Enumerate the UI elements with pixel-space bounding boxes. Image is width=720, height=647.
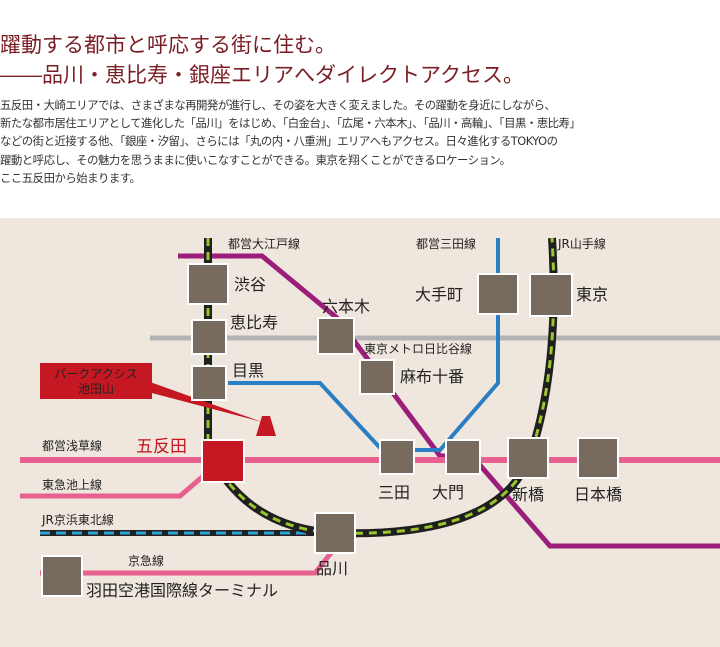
station-ebisu-box[interactable] — [191, 319, 227, 355]
ikegami-line-label: 東急池上線 — [42, 477, 102, 492]
heading-line-1: 躍動する都市と呼応する街に住む。 — [0, 33, 336, 57]
station-daimon-box[interactable] — [445, 439, 481, 475]
keikyu-line-label: 京急線 — [128, 553, 164, 568]
property-marker-icon — [256, 416, 276, 436]
route-map: 都営大江戸線 都営三田線 JR山手線 東京メトロ日比谷線 都営浅草線 東急池上線… — [0, 218, 720, 647]
station-meguro-box[interactable] — [191, 365, 227, 401]
keihin-tohoku-line-label: JR京浜東北線 — [41, 512, 114, 527]
hibiya-line-label: 東京メトロ日比谷線 — [364, 341, 472, 356]
intro-paragraph: 五反田・大崎エリアでは、さまざまな再開発が進行し、その姿を大きく変えました。その… — [0, 96, 716, 187]
station-otemachi-box[interactable] — [477, 273, 519, 315]
station-roppongi-box[interactable] — [317, 317, 355, 355]
station-shimbashi-label: 新橋 — [512, 485, 544, 504]
station-shibuya-box[interactable] — [187, 263, 229, 305]
station-gotanda-box[interactable] — [201, 439, 245, 483]
station-meguro-label: 目黒 — [232, 361, 264, 380]
asakusa-line-label: 都営浅草線 — [42, 438, 102, 453]
station-ebisu-label: 恵比寿 — [230, 313, 278, 332]
intro-line-3: などの街と近接する他、「銀座・汐留」、さらには「丸の内・八重洲」エリアへもアクセ… — [0, 134, 558, 149]
station-shinagawa-label: 品川 — [316, 559, 348, 578]
station-nihombashi-box[interactable] — [577, 437, 619, 479]
property-callout-box[interactable] — [40, 363, 152, 399]
station-daimon-label: 大門 — [432, 483, 464, 502]
station-haneda-label: 羽田空港国際線ターミナル — [86, 581, 278, 600]
station-otemachi-label: 大手町 — [415, 285, 463, 304]
station-shimbashi-box[interactable] — [507, 437, 549, 479]
route-map-canvas: 都営大江戸線 都営三田線 JR山手線 東京メトロ日比谷線 都営浅草線 東急池上線… — [20, 236, 720, 600]
property-callout-line-1: パークアクシス — [54, 367, 137, 381]
station-mita-label: 三田 — [378, 483, 410, 502]
intro-line-2: 新たな都市居住エリアとして進化した「品川」をはじめ、「白金台」、「広尾・六本木」… — [0, 116, 581, 131]
station-shibuya-label: 渋谷 — [234, 275, 266, 294]
station-haneda-box[interactable] — [41, 555, 83, 597]
intro-line-5: ここ五反田から始まります。 — [0, 170, 141, 185]
oedo-line — [178, 253, 720, 549]
mita-line-label: 都営三田線 — [416, 236, 476, 251]
oedo-line-label: 都営大江戸線 — [228, 236, 300, 251]
station-azabu-juban-box[interactable] — [359, 359, 395, 395]
station-azabu-juban-label: 麻布十番 — [400, 367, 464, 386]
callout-pointer — [148, 382, 262, 422]
yamanote-line-dash — [206, 237, 556, 535]
intro-line-4: 躍動と呼応し、その魅力を思うままに使いこなすことができる。東京を翔くことができる… — [0, 152, 511, 167]
station-shinagawa-box[interactable] — [314, 512, 356, 554]
page-heading: 躍動する都市と呼応する街に住む。 ――品川・恵比寿・銀座エリアへダイレクトアクセ… — [0, 30, 524, 90]
intro-line-1: 五反田・大崎エリアでは、さまざまな再開発が進行し、その姿を大きく変えました。その… — [0, 98, 556, 112]
property-callout-line-2: 池田山 — [78, 382, 114, 396]
station-tokyo-label: 東京 — [576, 285, 608, 304]
keikyu-line — [40, 546, 337, 576]
yamanote-line-label: JR山手線 — [557, 236, 606, 251]
heading-line-2: ――品川・恵比寿・銀座エリアへダイレクトアクセス。 — [0, 63, 524, 87]
station-nihombashi-label: 日本橋 — [574, 485, 622, 504]
station-mita-box[interactable] — [379, 439, 415, 475]
station-tokyo-box[interactable] — [529, 273, 573, 317]
station-gotanda-label: 五反田 — [136, 437, 187, 457]
station-roppongi-label: 六本木 — [322, 297, 370, 316]
